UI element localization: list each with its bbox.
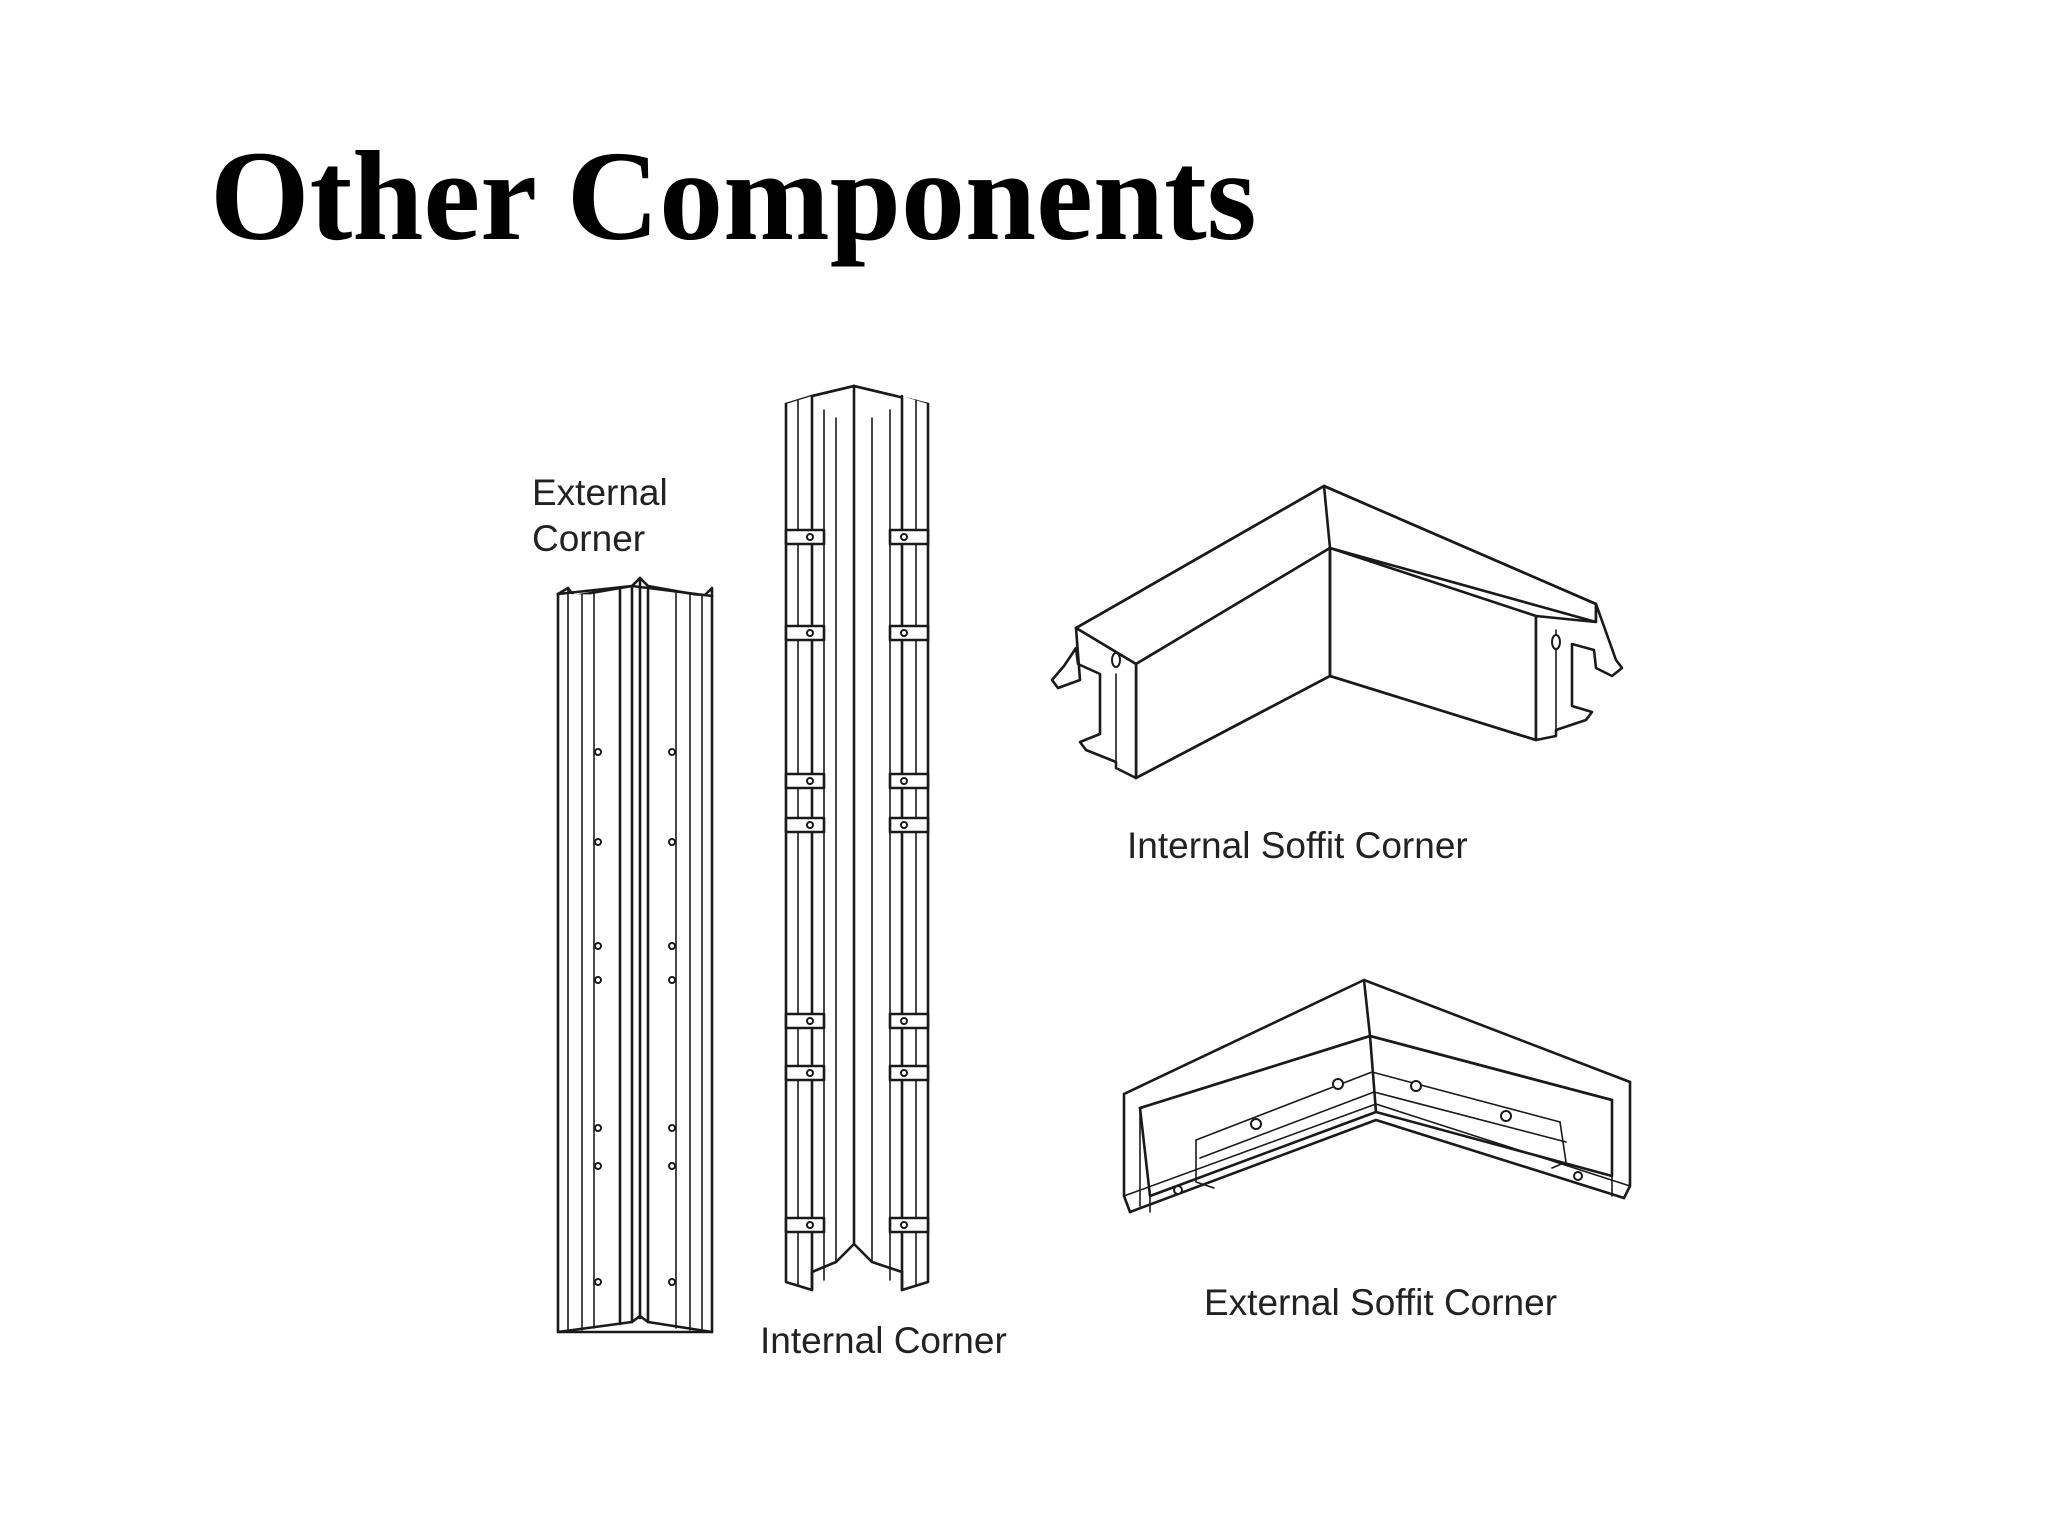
internal-soffit-corner-label: Internal Soffit Corner	[1127, 825, 1468, 866]
internal-corner-drawing	[784, 384, 930, 1292]
internal-soffit-corner-drawing	[1050, 484, 1624, 780]
external-corner-label: External Corner	[532, 470, 732, 563]
external-corner-drawing	[556, 576, 714, 1334]
external-soffit-corner-label: External Soffit Corner	[1204, 1282, 1558, 1323]
external-soffit-corner-drawing	[1122, 978, 1632, 1214]
slide-title: Other Components	[210, 125, 1257, 267]
external-corner-label-text: External Corner	[532, 472, 668, 560]
internal-corner-holes	[806, 533, 908, 1229]
internal-corner-stiffeners	[784, 528, 930, 1234]
internal-corner-label: Internal Corner	[760, 1320, 1007, 1361]
external-soffit-corner-holes	[1173, 1078, 1583, 1195]
external-corner-holes	[594, 748, 676, 1286]
